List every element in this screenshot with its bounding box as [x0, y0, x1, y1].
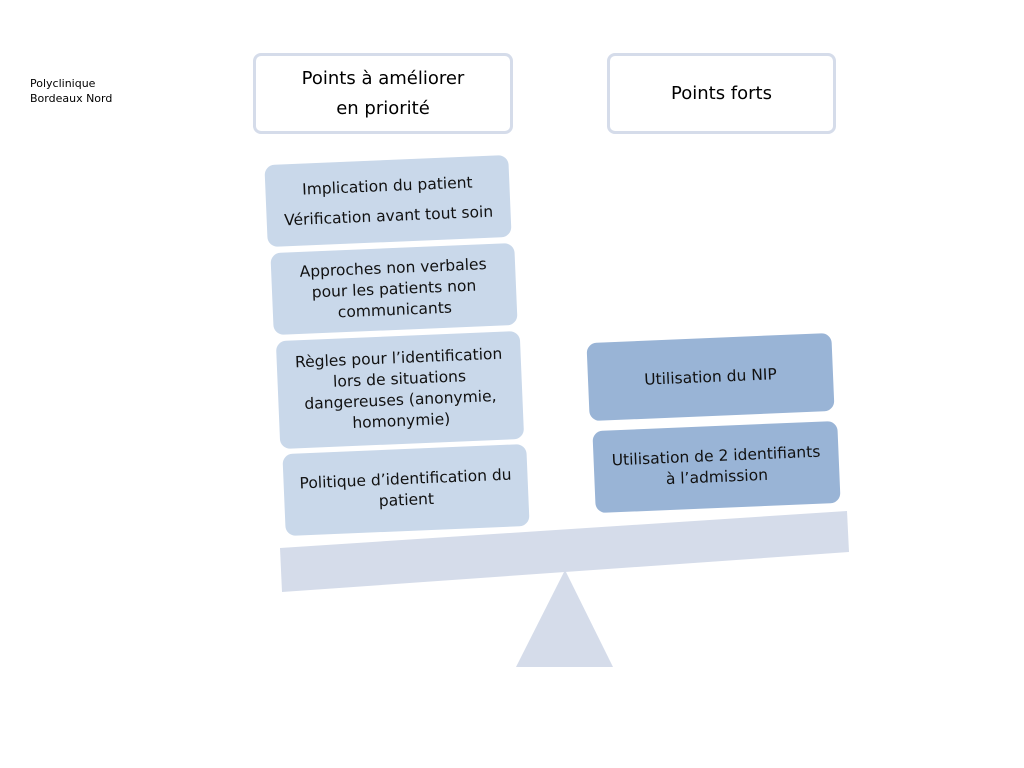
- strength-card-two-identifiers: Utilisation de 2 identifiants à l’admiss…: [592, 420, 841, 514]
- header-improvement-line1: Points à améliorer: [301, 67, 465, 89]
- improvement-card-nonverbal-approaches: Approches non verbales pour les patients…: [270, 242, 518, 336]
- strength-card-nip-usage: Utilisation du NIP: [586, 332, 835, 422]
- organization-name-line1: Polyclinique: [30, 77, 96, 90]
- improvement-card-identification-rules: Règles pour l’identification lors de sit…: [275, 330, 525, 450]
- improvement-card-identification-policy: Politique d’identification du patient: [282, 443, 530, 537]
- header-strong-label: Points forts: [671, 82, 772, 104]
- card-line: homonymie): [352, 409, 451, 433]
- card-line: patient: [378, 489, 435, 511]
- organization-name-line2: Bordeaux Nord: [30, 92, 113, 105]
- balance-fulcrum: [516, 570, 613, 667]
- header-improvement-line2: en priorité: [336, 97, 430, 119]
- header-strong-points: Points forts: [607, 53, 836, 134]
- organization-label: Polyclinique Bordeaux Nord: [30, 76, 112, 106]
- card-line: Utilisation du NIP: [643, 364, 778, 389]
- card-line: communicants: [337, 298, 453, 321]
- improvement-card-patient-involvement: Implication du patient Vérification avan…: [264, 154, 512, 248]
- header-improvement-points: Points à améliorer en priorité: [253, 53, 513, 134]
- card-line: à l’admission: [665, 465, 769, 489]
